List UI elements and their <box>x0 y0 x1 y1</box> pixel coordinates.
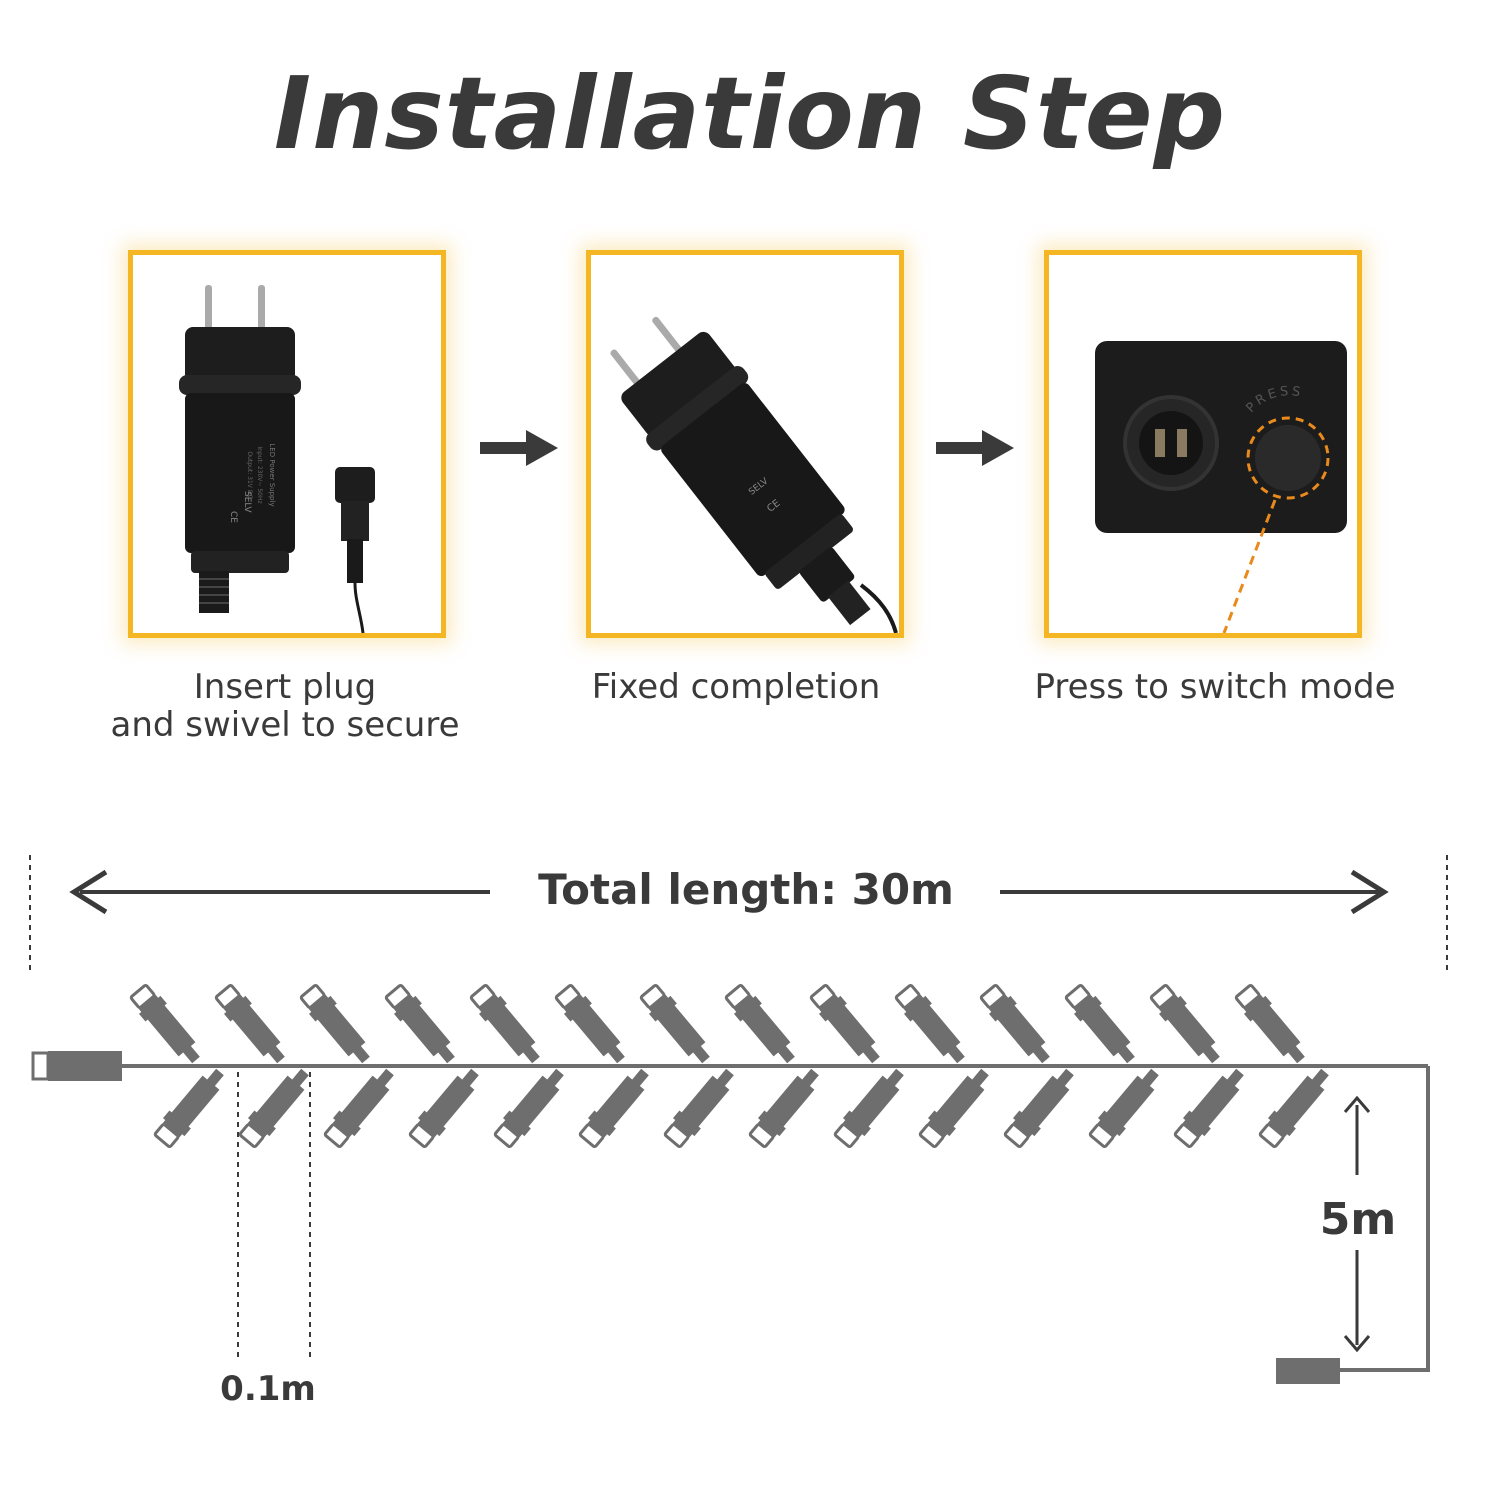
step-3-panel: PRESS <box>1044 250 1362 638</box>
led-bulb <box>639 983 710 1064</box>
cable-wire <box>859 583 898 633</box>
led-bulb <box>214 983 285 1064</box>
led-bulb <box>1064 983 1135 1064</box>
svg-text:Output: 31V DC: Output: 31V DC <box>246 451 253 498</box>
arrow-right-icon <box>936 430 1014 466</box>
led-bulb <box>554 983 625 1064</box>
led-bulb <box>384 983 455 1064</box>
plug-head <box>185 327 295 382</box>
pointer-dashed-line <box>1222 499 1277 633</box>
plug-prong <box>258 285 265 330</box>
led-bulb <box>238 1068 309 1149</box>
led-bulb <box>129 983 200 1064</box>
plug-collar <box>179 375 301 395</box>
svg-text:Input: 230V~ 50Hz: Input: 230V~ 50Hz <box>256 446 263 503</box>
step-3-caption: Press to switch mode <box>1034 667 1396 707</box>
led-bulb <box>979 983 1050 1064</box>
led-bulb <box>1173 1068 1244 1149</box>
adapter-bottom <box>191 551 289 573</box>
adapter-connected-illustration: SELV CE <box>610 316 898 633</box>
led-bulb <box>299 983 370 1064</box>
light-string-diagram: Total length: 30m 0.1m 5m <box>29 855 1448 1409</box>
step-2-caption: Fixed completion <box>591 667 881 707</box>
led-bulb <box>809 983 880 1064</box>
step-1-panel: LED Power Supply Input: 230V~ 50Hz Outpu… <box>128 250 446 638</box>
led-bulb <box>894 983 965 1064</box>
svg-text:LED Power Supply: LED Power Supply <box>268 443 276 506</box>
cable-wire <box>353 582 365 633</box>
controller-box-illustration: PRESS <box>1095 341 1347 633</box>
adapter-body <box>185 393 295 553</box>
led-bulb <box>153 1068 224 1149</box>
led-bulb <box>469 983 540 1064</box>
led-row-bottom <box>153 1068 1329 1149</box>
plug-prong <box>205 285 212 330</box>
led-row-top <box>129 983 1305 1064</box>
led-bulb <box>1088 1068 1159 1149</box>
led-bulb <box>724 983 795 1064</box>
step-2-panel: SELV CE <box>586 250 904 638</box>
led-bulb <box>833 1068 904 1149</box>
led-bulb <box>1234 983 1305 1064</box>
led-bulb <box>578 1068 649 1149</box>
step-1-caption: Insert plug and swivel to secure <box>110 667 460 745</box>
adapter-body <box>661 383 845 577</box>
led-bulb <box>748 1068 819 1149</box>
mode-button <box>1255 425 1321 491</box>
total-length-label: Total length: 30m <box>538 865 954 914</box>
adapter-unplugged-illustration: LED Power Supply Input: 230V~ 50Hz Outpu… <box>179 285 375 633</box>
led-bulb <box>493 1068 564 1149</box>
led-bulb <box>1258 1068 1329 1149</box>
led-bulb <box>408 1068 479 1149</box>
cable-plug <box>335 467 375 503</box>
input-plug <box>48 1051 122 1081</box>
spacing-label: 0.1m <box>220 1369 316 1409</box>
ce-mark: CE <box>228 511 238 523</box>
page-title: Installation Step <box>273 55 1227 172</box>
led-bulb <box>663 1068 734 1149</box>
end-plug <box>1276 1358 1340 1384</box>
adapter-socket <box>199 571 229 613</box>
led-bulb <box>1149 983 1220 1064</box>
drop-wire <box>1338 1066 1430 1372</box>
led-bulb <box>1003 1068 1074 1149</box>
input-plug-cap <box>31 1051 50 1081</box>
led-bulb <box>918 1068 989 1149</box>
arrow-right-icon <box>480 430 558 466</box>
button-highlight-ring <box>1246 416 1330 500</box>
drop-length-label: 5m <box>1320 1194 1396 1245</box>
led-bulb <box>323 1068 394 1149</box>
selv-mark: SELV <box>242 491 252 513</box>
